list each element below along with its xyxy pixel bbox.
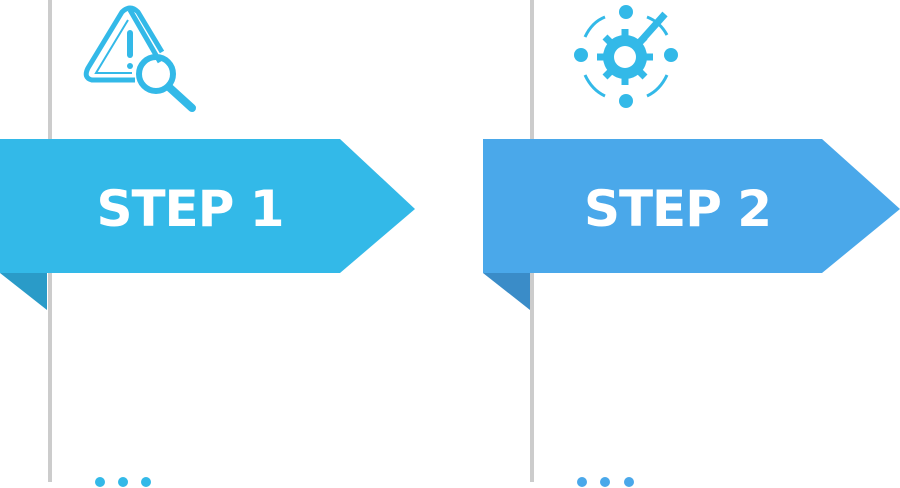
ellipsis-dot — [577, 477, 587, 487]
step2-banner — [483, 139, 900, 273]
ellipsis-dot — [141, 477, 151, 487]
step1-fold — [0, 273, 47, 310]
step2-fold — [483, 273, 530, 310]
warning-search-icon — [83, 5, 196, 112]
step1-banner — [0, 139, 415, 273]
gear-process-icon — [574, 5, 678, 108]
ellipsis-dot — [118, 477, 128, 487]
step1-label: STEP 1 — [96, 180, 284, 238]
ellipsis-dot — [600, 477, 610, 487]
step2-label: STEP 2 — [583, 180, 772, 238]
ellipsis-dot — [95, 477, 105, 487]
ellipsis-dot — [624, 477, 634, 487]
